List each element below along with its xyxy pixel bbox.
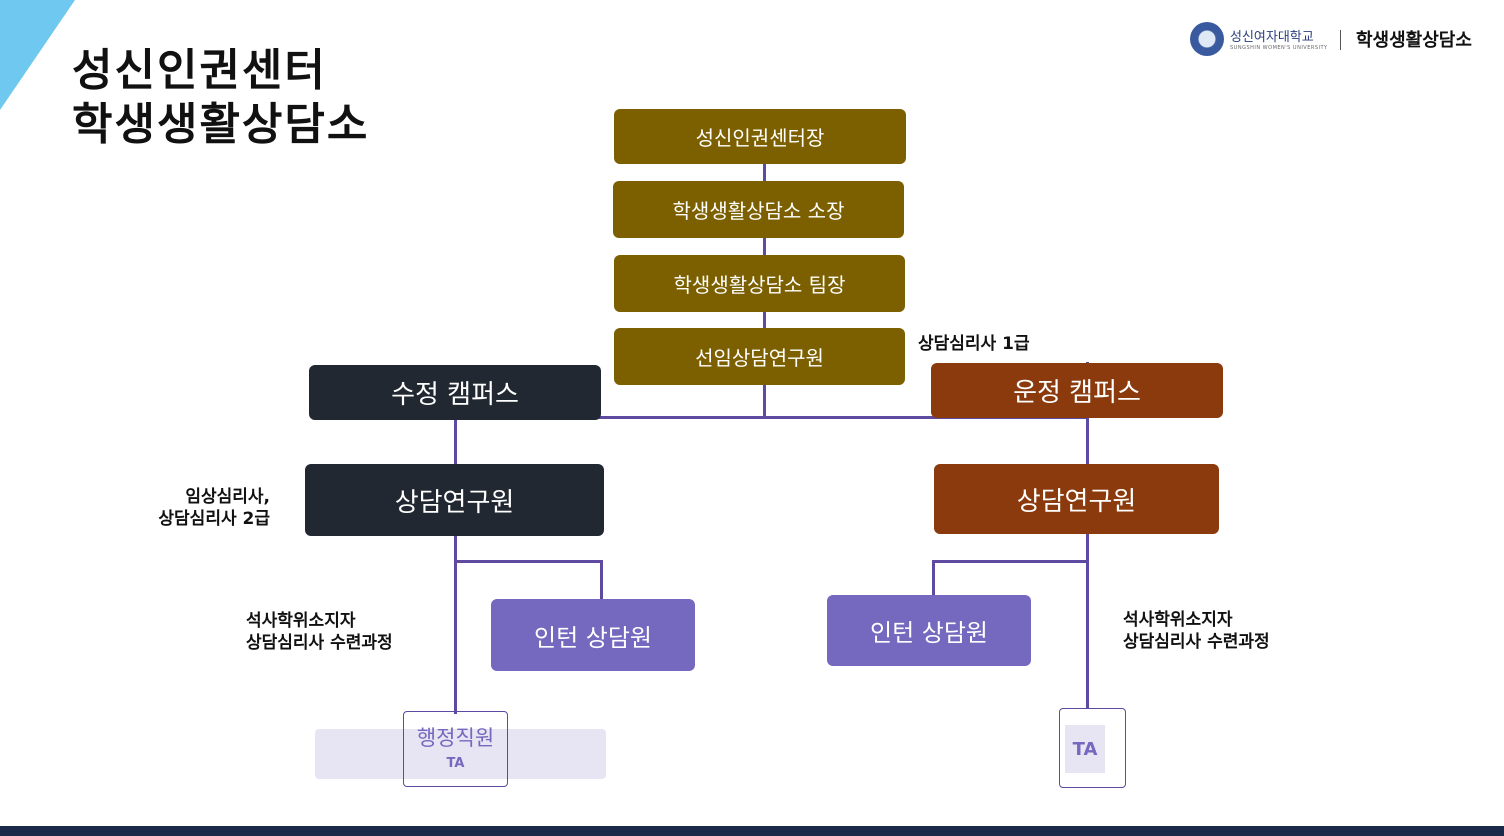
title-line-2: 학생생활상담소	[72, 99, 370, 150]
team-lead-box: 학생생활상담소 팀장	[614, 255, 905, 312]
connector-unjeong-vertical	[1086, 362, 1089, 709]
university-name: 성신여자대학교	[1230, 30, 1314, 45]
sujeong-ta-label: TA	[446, 756, 465, 771]
sujeong-intern-label: 인턴 상담원	[533, 623, 653, 652]
sujeong-researcher-note: 임상심리사, 상담심리사 2급	[120, 486, 270, 530]
brand-separator	[1340, 30, 1341, 50]
unjeong-campus-box: 운정 캠퍼스	[931, 363, 1223, 418]
university-logo-icon	[1190, 22, 1224, 56]
unjeong-ta-label: TA	[1065, 725, 1105, 773]
connector-unjeong-intern-horizontal	[932, 560, 1088, 563]
page-title: 성신인권센터 학생생활상담소	[72, 44, 369, 152]
connector-sujeong-intern-horizontal	[455, 560, 603, 563]
corner-accent	[0, 0, 75, 110]
sujeong-campus-label: 수정 캠퍼스	[391, 380, 519, 410]
head-box: 학생생활상담소 소장	[613, 181, 904, 238]
head-label: 학생생활상담소 소장	[672, 199, 845, 223]
sujeong-staff-band	[315, 729, 606, 779]
director-label: 성신인권센터장	[695, 126, 825, 150]
senior-note: 상담심리사 1급	[918, 334, 1030, 354]
university-name-en: SUNGSHIN WOMEN'S UNIVERSITY	[1230, 45, 1328, 51]
connector-unjeong-intern-vertical	[932, 560, 935, 596]
title-line-1: 성신인권센터	[72, 45, 327, 96]
unjeong-intern-label: 인턴 상담원	[869, 619, 989, 647]
senior-researcher-box: 선임상담연구원	[614, 328, 905, 385]
unjeong-intern-box: 인턴 상담원	[827, 595, 1031, 666]
sujeong-researcher-note-line-1: 임상심리사,	[185, 487, 270, 507]
sujeong-intern-note-line-1: 석사학위소지자	[246, 611, 356, 631]
sujeong-researcher-box: 상담연구원	[305, 464, 604, 536]
connector-sujeong-intern-vertical	[600, 560, 603, 600]
brand-header: 성신여자대학교 SUNGSHIN WOMEN'S UNIVERSITY 학생생활…	[1190, 20, 1490, 60]
bottom-bar	[0, 826, 1504, 836]
team-lead-label: 학생생활상담소 팀장	[673, 273, 846, 297]
unjeong-intern-note-line-1: 석사학위소지자	[1123, 610, 1233, 630]
director-box: 성신인권센터장	[614, 109, 906, 164]
unjeong-campus-label: 운정 캠퍼스	[1013, 378, 1141, 408]
connector-horizontal	[455, 416, 1088, 419]
unjeong-intern-note: 석사학위소지자 상담심리사 수련과정	[1123, 609, 1270, 653]
unjeong-ta-box: TA	[1059, 708, 1126, 788]
unjeong-researcher-label: 상담연구원	[1016, 486, 1137, 517]
sujeong-researcher-note-line-2: 상담심리사 2급	[158, 509, 270, 529]
sujeong-researcher-label: 상담연구원	[394, 487, 515, 518]
sujeong-campus-box: 수정 캠퍼스	[309, 365, 601, 420]
sujeong-staff-box: 행정직원 TA	[403, 711, 508, 787]
connector-sujeong-vertical	[454, 418, 457, 714]
brand-center-name: 학생생활상담소	[1356, 30, 1472, 51]
unjeong-researcher-box: 상담연구원	[934, 464, 1219, 534]
sujeong-intern-note: 석사학위소지자 상담심리사 수련과정	[246, 610, 393, 654]
sujeong-intern-note-line-2: 상담심리사 수련과정	[246, 633, 393, 653]
senior-researcher-label: 선임상담연구원	[695, 346, 824, 370]
sujeong-intern-box: 인턴 상담원	[491, 599, 695, 671]
sujeong-staff-label: 행정직원	[416, 726, 495, 750]
unjeong-intern-note-line-2: 상담심리사 수련과정	[1123, 632, 1270, 652]
